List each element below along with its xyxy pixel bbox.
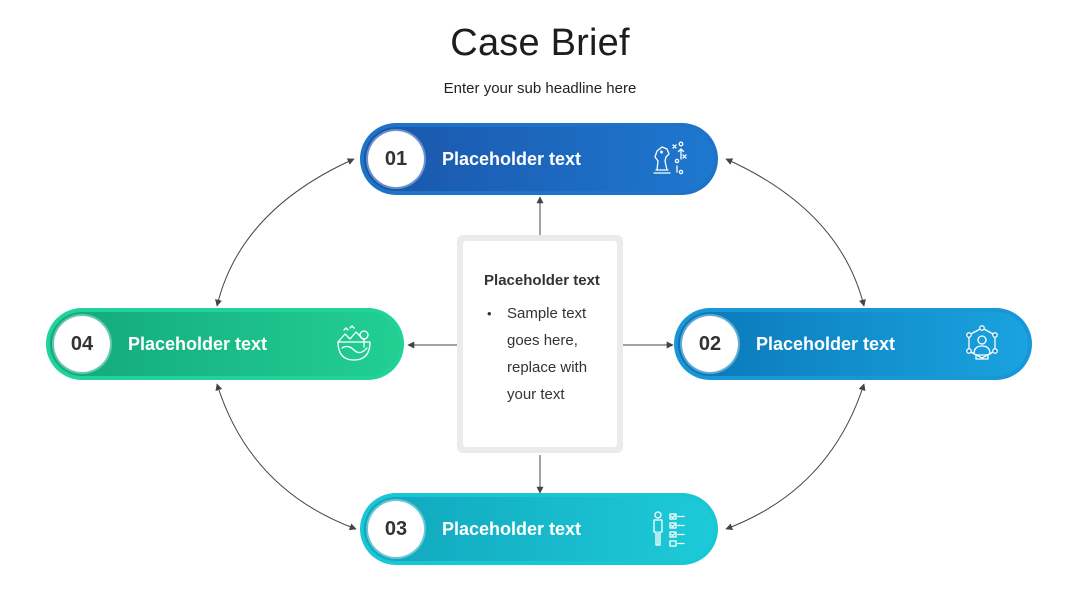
arrow-01-04 <box>215 158 355 307</box>
step-01-pill[interactable]: 01 Placeholder text <box>360 123 718 195</box>
center-card-bullet: Sample text goes here, replace with your… <box>481 300 603 408</box>
step-02-pill[interactable]: 02 Placeholder text <box>674 308 1032 380</box>
center-card-title: Placeholder text <box>484 272 600 289</box>
step-04-pill[interactable]: 04 Placeholder text <box>46 308 404 380</box>
center-card-list: Sample text goes here, replace with your… <box>481 300 603 408</box>
person-checklist-icon <box>653 511 685 547</box>
page-title: Case Brief <box>450 22 630 64</box>
arrow-01-02 <box>725 158 866 307</box>
landscape-nature-icon <box>337 325 371 361</box>
arrow-02-03 <box>725 383 866 531</box>
center-summary-card: Placeholder text Sample text goes here, … <box>457 235 623 453</box>
network-person-icon <box>966 325 998 360</box>
step-number: 04 <box>54 316 110 372</box>
step-number: 02 <box>682 316 738 372</box>
arrow-04-03 <box>215 383 357 531</box>
step-number: 01 <box>368 131 424 187</box>
step-label: Placeholder text <box>442 519 582 539</box>
step-label: Placeholder text <box>128 334 268 354</box>
page-subtitle: Enter your sub headline here <box>443 80 637 97</box>
step-label: Placeholder text <box>442 149 582 169</box>
step-03-pill[interactable]: 03 Placeholder text <box>360 493 718 565</box>
step-number: 03 <box>368 501 424 557</box>
chess-knight-strategy-icon <box>653 141 687 175</box>
step-label: Placeholder text <box>756 334 896 354</box>
